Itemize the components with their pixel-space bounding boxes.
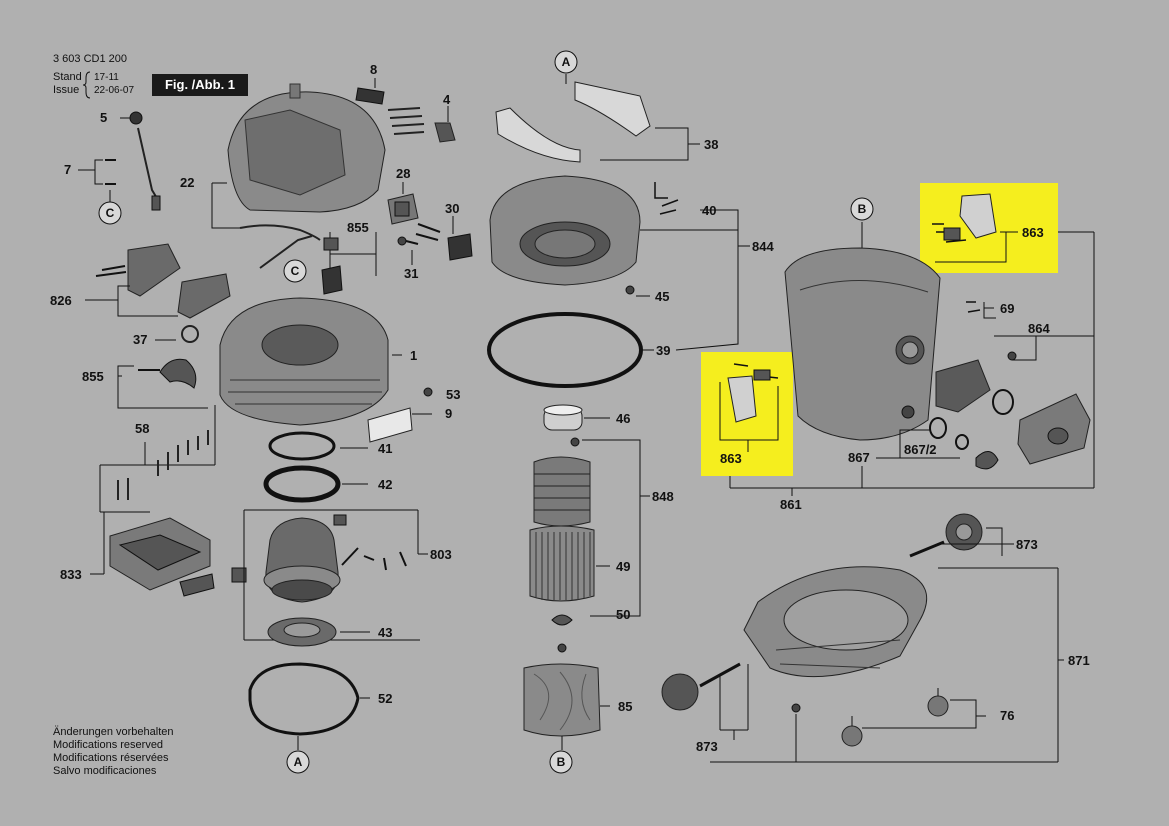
part-42: 42 — [378, 477, 392, 492]
part-855-top: 855 — [347, 220, 369, 235]
part-833: 833 — [60, 567, 82, 582]
part-861: 861 — [780, 497, 802, 512]
part-43: 43 — [378, 625, 392, 640]
part-863-top: 863 — [1022, 225, 1044, 240]
part-22: 22 — [180, 175, 194, 190]
part-803: 803 — [430, 547, 452, 562]
part-5: 5 — [100, 110, 107, 125]
document-number: 3 603 CD1 200 — [53, 53, 127, 65]
part-49: 49 — [616, 559, 630, 574]
part-873-top: 873 — [1016, 537, 1038, 552]
note-es: Salvo modificaciones — [53, 765, 157, 777]
part-871: 871 — [1068, 653, 1090, 668]
part-31: 31 — [404, 266, 418, 281]
part-7: 7 — [64, 162, 71, 177]
part-76: 76 — [1000, 708, 1014, 723]
part-867-2: 867/2 — [904, 442, 937, 457]
issue-date: 22-06-07 — [94, 85, 135, 96]
part-864: 864 — [1028, 321, 1050, 336]
connector-c-center: C — [291, 264, 300, 278]
part-844: 844 — [752, 239, 774, 254]
part-41: 41 — [378, 441, 392, 456]
part-4: 4 — [443, 92, 451, 107]
part-85: 85 — [618, 699, 632, 714]
part-38: 38 — [704, 137, 718, 152]
part-863-bottom: 863 — [720, 451, 742, 466]
connector-a-bottom: A — [294, 755, 303, 769]
issue-label: Issue — [53, 84, 80, 96]
part-848: 848 — [652, 489, 674, 504]
stand-date: 17-11 — [94, 72, 119, 83]
part-826: 826 — [50, 293, 72, 308]
note-en: Modifications reserved — [53, 739, 164, 751]
part-40: 40 — [702, 203, 716, 218]
part-39: 39 — [656, 343, 670, 358]
part-69: 69 — [1000, 301, 1014, 316]
part-1: 1 — [410, 348, 417, 363]
part-867: 867 — [848, 450, 870, 465]
part-28: 28 — [396, 166, 410, 181]
part-855-left: 855 — [82, 369, 104, 384]
part-46: 46 — [616, 411, 630, 426]
stand-label: Stand — [53, 71, 82, 83]
note-fr: Modifications réservées — [53, 752, 169, 764]
part-58: 58 — [135, 421, 149, 436]
connector-b-top: B — [858, 202, 867, 216]
part-50: 50 — [616, 607, 630, 622]
figure-label: Fig. /Abb. 1 — [152, 74, 248, 96]
connector-a-top: A — [562, 55, 571, 69]
part-45: 45 — [655, 289, 669, 304]
part-52: 52 — [378, 691, 392, 706]
part-30: 30 — [445, 201, 459, 216]
note-de: Änderungen vorbehalten — [53, 726, 174, 738]
connector-c-left: C — [106, 206, 115, 220]
part-9: 9 — [445, 406, 452, 421]
part-53: 53 — [446, 387, 460, 402]
connector-circles — [98, 50, 874, 774]
modification-notes: Änderungen vorbehalten Modifications res… — [53, 726, 173, 778]
connector-b-bottom: B — [557, 755, 566, 769]
part-8: 8 — [370, 62, 377, 77]
part-873-bottom: 873 — [696, 739, 718, 754]
part-37: 37 — [133, 332, 147, 347]
